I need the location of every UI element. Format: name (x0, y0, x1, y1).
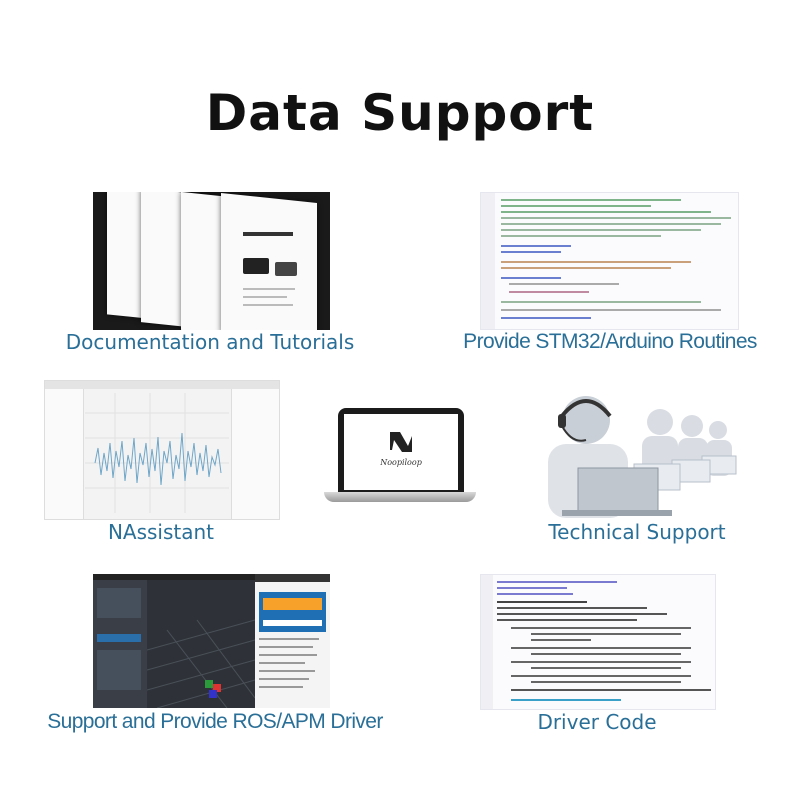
code-editor-icon (480, 192, 739, 330)
driver-code-icon (480, 574, 716, 710)
headset-agents-icon (522, 382, 756, 518)
page-title: Data Support (205, 84, 595, 142)
waveform-chart-icon (44, 380, 280, 520)
document-pages-icon (93, 192, 330, 330)
ardupilot-screen-icon (93, 574, 330, 708)
nassistant-caption: NAssistant (107, 520, 215, 544)
driver-caption: Driver Code (537, 710, 657, 734)
docs-caption: Documentation and Tutorials (65, 330, 355, 354)
routines-caption: Provide STM32/Arduino Routines (463, 330, 757, 353)
support-caption: Technical Support (548, 520, 726, 544)
laptop-brand: Noopiloop (380, 458, 422, 467)
ros-caption: Support and Provide ROS/APM Driver (47, 710, 383, 733)
laptop-icon: Noopiloop (324, 402, 476, 512)
